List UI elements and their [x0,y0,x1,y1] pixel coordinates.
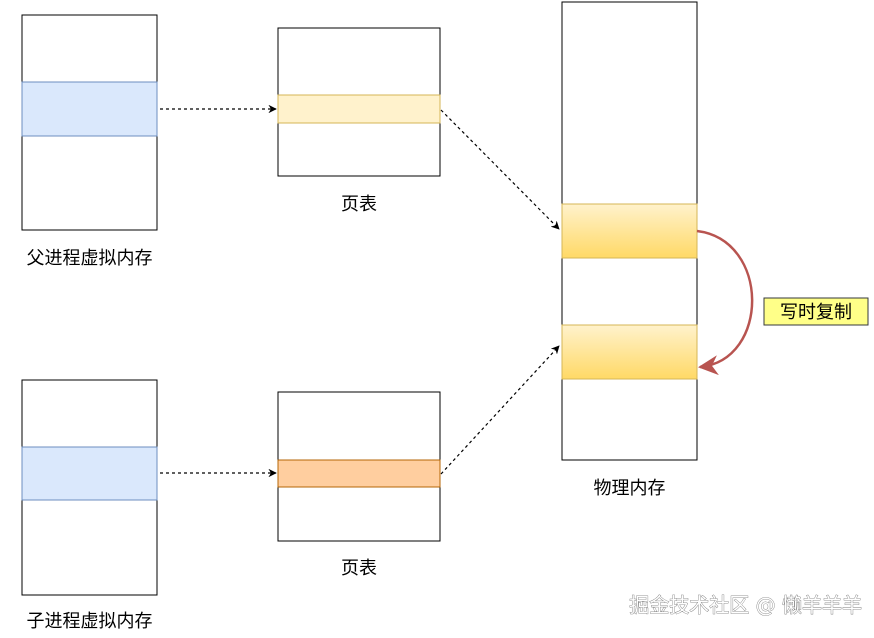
page-table-top-label: 页表 [341,194,377,215]
parent-vm-label: 父进程虚拟内存 [27,248,153,269]
cow-tag-label: 写时复制 [780,302,852,323]
page-table-bottom-entry [277,459,441,488]
parent-vm-page [21,81,158,137]
physical-memory-label: 物理内存 [594,478,666,499]
page-table-bottom: 页表 [277,391,441,579]
physical-page-shared [561,203,698,259]
arrowhead-icon [440,109,560,230]
arrowhead-icon [440,345,560,475]
page-table-bottom-label: 页表 [341,558,377,579]
child-vm-label: 子进程虚拟内存 [27,611,153,632]
child-vm-page [21,446,158,501]
child-virtual-memory: 子进程虚拟内存 [21,379,158,632]
cow-tag-background [763,297,869,326]
cow-tag: 写时复制 [763,297,869,326]
parent-virtual-memory: 父进程虚拟内存 [21,14,158,269]
curved-arrow-icon [696,229,754,376]
page-table-top-entry [277,94,441,124]
physical-memory: 物理内存 [561,1,698,499]
watermark: 掘金技术社区 @ 懒羊羊羊 [629,593,862,617]
page-table-top: 页表 [277,27,441,215]
physical-page-copy [561,324,698,380]
